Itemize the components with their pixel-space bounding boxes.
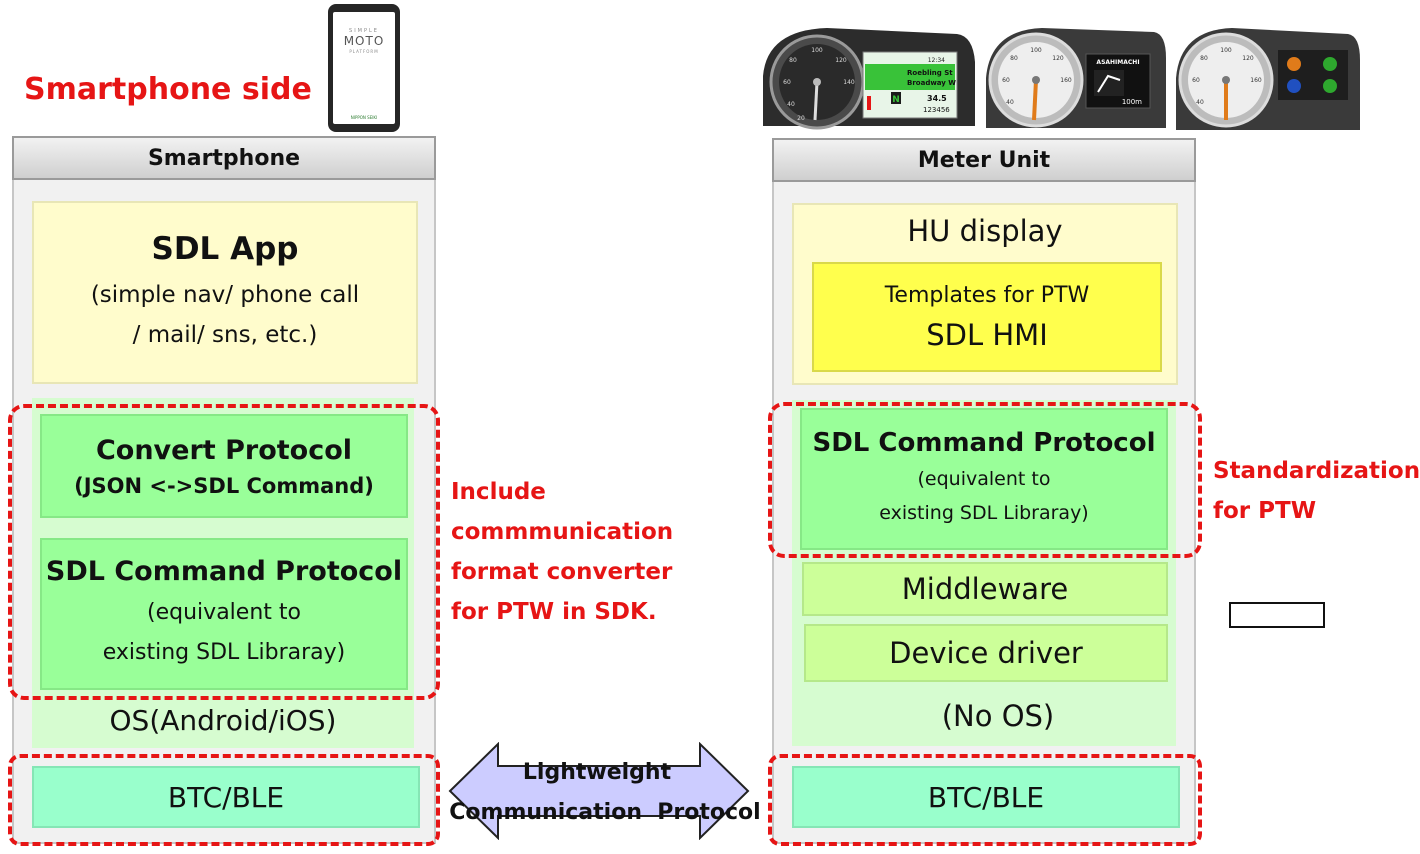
meter-dist: 100m	[1122, 98, 1142, 106]
smartphone-sdl-command-line1: (equivalent to	[147, 599, 301, 625]
meter-nav-cross: Broadway W	[907, 79, 956, 87]
smartphone-sdl-command-line2: existing SDL Libraray)	[102, 639, 346, 665]
svg-text:40: 40	[1006, 99, 1014, 106]
phone-brand: MOTO	[343, 34, 385, 48]
meter-sdl-command-line1: (equivalent to	[917, 468, 1051, 490]
smartphone-sdk-highlight	[8, 404, 440, 700]
svg-text:60: 60	[783, 79, 791, 86]
svg-text:80: 80	[789, 57, 797, 64]
smartphone-btc-highlight	[8, 754, 440, 846]
svg-text:40: 40	[787, 101, 795, 108]
meter-gauge-image-2: 100 120 80 60 160 40 ASAHIMACHI 100m	[982, 24, 1168, 130]
smartphone-sdl-command-title: SDL Command Protocol	[45, 555, 403, 587]
svg-text:100: 100	[811, 47, 823, 54]
svg-text:140: 140	[843, 79, 855, 86]
svg-text:120: 120	[1242, 55, 1254, 62]
note-left-line4: for PTW in SDK.	[451, 599, 657, 625]
sdl-app-line2: / mail/ sns, etc.)	[132, 321, 318, 348]
hu-display-label: HU display	[907, 214, 1063, 248]
arrow-label-line2: Communication Protocol	[449, 800, 761, 825]
meter-gauge-image-1: 100 120 80 60 140 40 20 12:34 Roebling S…	[757, 22, 977, 130]
meter-nav-street: Roebling St	[907, 69, 953, 77]
note-right-line1: Standardization	[1213, 458, 1420, 484]
middleware-box: Middleware	[802, 562, 1168, 616]
sdl-hmi-label: SDL HMI	[926, 317, 1048, 352]
meter-place: ASAHIMACHI	[1096, 59, 1139, 66]
meter-btc-box: BTC/BLE	[792, 766, 1180, 828]
no-os-label: (No OS)	[941, 699, 1055, 733]
sdl-app-title: SDL App	[151, 230, 299, 267]
meter-sdl-command-box: SDL Command Protocol (equivalent to exis…	[800, 408, 1168, 550]
note-left-line3: format converter	[451, 559, 673, 585]
meter-gear: N	[892, 95, 900, 105]
meter-sdl-command-line2: existing SDL Libraray)	[879, 502, 1089, 524]
convert-protocol-title: Convert Protocol	[95, 434, 353, 466]
smartphone-image: SIMPLE MOTO PLATFORM NIPPON SEIKI	[328, 4, 400, 132]
svg-text:40: 40	[1196, 99, 1204, 106]
phone-brand-small: SIMPLE	[349, 28, 379, 34]
svg-text:160: 160	[1060, 77, 1072, 84]
svg-text:160: 160	[1250, 77, 1262, 84]
meter-btc-highlight	[768, 754, 1202, 846]
svg-text:120: 120	[1052, 55, 1064, 62]
communication-arrow	[448, 741, 750, 841]
meter-header: Meter Unit	[772, 138, 1196, 182]
note-left-line1: Include	[451, 479, 546, 505]
svg-text:120: 120	[835, 57, 847, 64]
meter-nav-time: 12:34	[928, 57, 945, 64]
convert-protocol-box: Convert Protocol (JSON <->SDL Command)	[40, 414, 408, 518]
smartphone-os-label: OS(Android/iOS)	[109, 703, 337, 737]
smartphone-sdl-command-box: SDL Command Protocol (equivalent to exis…	[40, 538, 408, 690]
svg-text:100: 100	[1220, 47, 1232, 54]
templates-label: Templates for PTW	[884, 282, 1090, 308]
device-driver-box: Device driver	[804, 624, 1168, 682]
smartphone-side-label: Smartphone side	[24, 72, 312, 107]
meter-sdl-highlight	[768, 402, 1202, 558]
note-right-line2: for PTW	[1213, 498, 1317, 524]
meter-odo: 123456	[923, 106, 950, 114]
meter-gauge-image-3: 100 120 80 60 160 40	[1172, 24, 1362, 132]
standardization-note: Standardization for PTW	[1213, 451, 1420, 531]
sdl-app-box: SDL App (simple nav/ phone call / mail/ …	[32, 201, 418, 384]
svg-text:60: 60	[1192, 77, 1200, 84]
sdk-converter-note: Include commmunication format converter …	[451, 472, 673, 632]
note-left-line2: commmunication	[451, 519, 674, 545]
sdl-app-line1: (simple nav/ phone call	[90, 281, 360, 308]
meter-sdl-command-title: SDL Command Protocol	[812, 428, 1156, 458]
svg-text:100: 100	[1030, 47, 1042, 54]
phone-footer: NIPPON SEIKI	[350, 115, 378, 120]
arrow-label-line1: Lightweight	[522, 760, 672, 785]
svg-text:80: 80	[1010, 55, 1018, 62]
svg-text:60: 60	[1002, 77, 1010, 84]
meter-trip: 34.5	[927, 94, 947, 103]
convert-protocol-subtitle: (JSON <->SDL Command)	[74, 473, 374, 498]
smartphone-header: Smartphone	[12, 136, 436, 180]
empty-text-box	[1229, 602, 1325, 628]
phone-brand-sub: PLATFORM	[349, 49, 379, 54]
sdl-hmi-box: Templates for PTW SDL HMI	[812, 262, 1162, 372]
svg-text:80: 80	[1200, 55, 1208, 62]
svg-text:20: 20	[797, 115, 805, 122]
smartphone-btc-box: BTC/BLE	[32, 766, 420, 828]
